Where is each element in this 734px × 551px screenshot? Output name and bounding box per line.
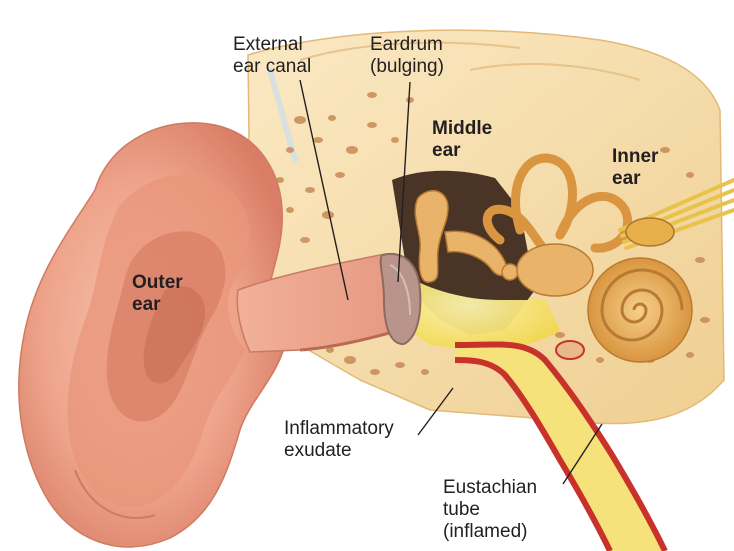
label-eustachian-tube-line1: Eustachian (443, 477, 537, 499)
label-inner-ear-line1: Inner (612, 146, 658, 168)
label-eustachian-tube: Eustachian tube (inflamed) (443, 477, 537, 543)
label-eustachian-tube-line2: tube (443, 499, 537, 521)
label-middle-ear-line2: ear (432, 140, 492, 162)
label-middle-ear-line1: Middle (432, 118, 492, 140)
label-inflammatory-exudate: Inflammatory exudate (284, 418, 394, 462)
label-inner-ear: Inner ear (612, 146, 658, 190)
label-outer-ear-line2: ear (132, 294, 183, 316)
cochlea (588, 258, 692, 362)
label-external-ear-canal-line2: ear canal (233, 56, 311, 78)
nerve-bundle (626, 218, 674, 246)
label-inflammatory-exudate-line1: Inflammatory (284, 418, 394, 440)
label-external-ear-canal: External ear canal (233, 34, 311, 78)
label-eardrum-line1: Eardrum (370, 34, 444, 56)
label-outer-ear: Outer ear (132, 272, 183, 316)
label-eustachian-tube-line3: (inflamed) (443, 521, 537, 543)
label-eardrum: Eardrum (bulging) (370, 34, 444, 78)
label-outer-ear-line1: Outer (132, 272, 183, 294)
vestibule (517, 244, 593, 296)
label-external-ear-canal-line1: External (233, 34, 311, 56)
label-middle-ear: Middle ear (432, 118, 492, 162)
label-eardrum-line2: (bulging) (370, 56, 444, 78)
label-inner-ear-line2: ear (612, 168, 658, 190)
label-inflammatory-exudate-line2: exudate (284, 440, 394, 462)
